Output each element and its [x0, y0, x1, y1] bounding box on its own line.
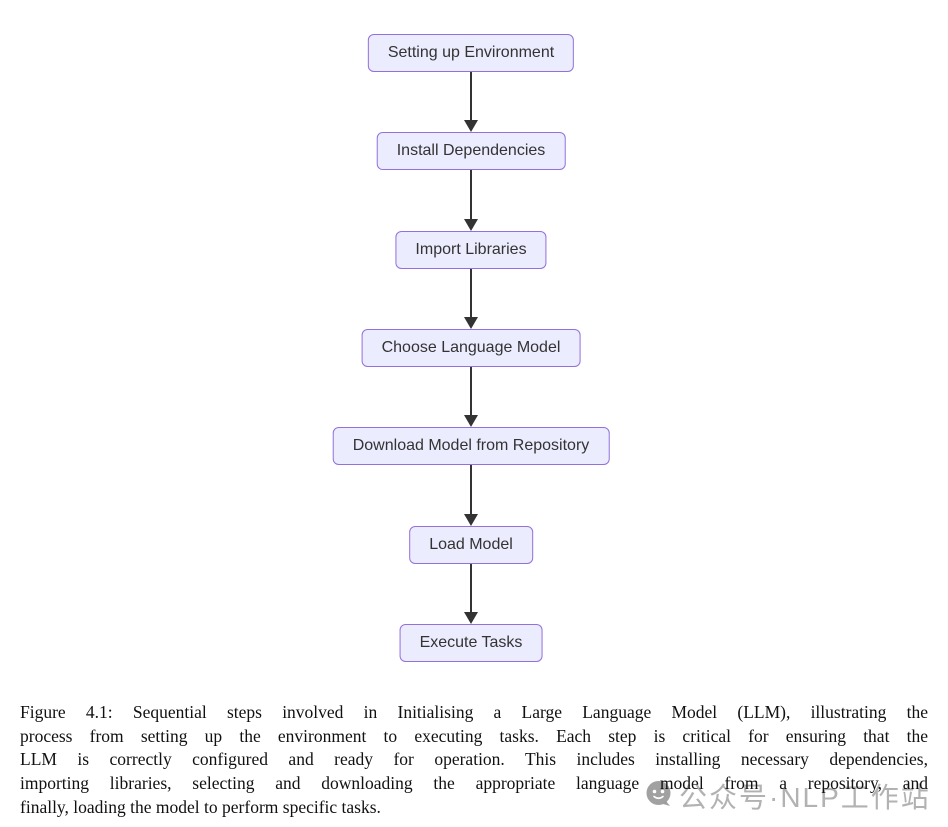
arrow-shaft — [470, 465, 472, 514]
arrow-connector — [464, 564, 478, 624]
caption-line: process from setting up the environment … — [20, 725, 928, 746]
arrow-head-icon — [464, 415, 478, 427]
flow-node-import-libraries: Import Libraries — [395, 231, 547, 269]
flow-node-execute-tasks: Execute Tasks — [399, 624, 543, 662]
arrow-shaft — [470, 564, 472, 612]
arrow-head-icon — [464, 612, 478, 624]
arrow-shaft — [470, 367, 472, 415]
arrow-shaft — [470, 170, 472, 219]
arrow-shaft — [470, 72, 472, 120]
flow-node-download-model-from-repository: Download Model from Repository — [332, 427, 610, 465]
arrow-connector — [464, 269, 478, 329]
flow-node-load-model: Load Model — [409, 526, 533, 564]
flow-node-choose-language-model: Choose Language Model — [361, 329, 581, 367]
watermark-label: 公众号·NLP工作站 — [679, 782, 931, 813]
caption-line: importing libraries, selecting and downl… — [20, 773, 928, 794]
watermark: 公众号·NLP工作站 — [645, 776, 931, 816]
arrow-head-icon — [464, 120, 478, 132]
flow-node-install-dependencies: Install Dependencies — [376, 132, 566, 170]
arrow-connector — [464, 170, 478, 231]
caption-line: Figure 4.1: Sequential steps involved in… — [20, 702, 928, 722]
arrow-head-icon — [464, 317, 478, 329]
arrow-connector — [464, 465, 478, 526]
arrow-connector — [464, 367, 478, 427]
watermark-chat-logo-icon — [645, 780, 672, 812]
caption-line: finally, loading the model to perform sp… — [20, 796, 381, 817]
arrow-head-icon — [464, 514, 478, 526]
figure-caption: Figure 4.1: Sequential steps involved in… — [20, 701, 928, 820]
arrow-shaft — [470, 269, 472, 317]
arrow-connector — [464, 72, 478, 132]
caption-line: LLM is correctly configured and ready fo… — [20, 749, 928, 770]
flow-node-setting-up-environment: Setting up Environment — [367, 34, 575, 72]
arrow-head-icon — [464, 219, 478, 231]
